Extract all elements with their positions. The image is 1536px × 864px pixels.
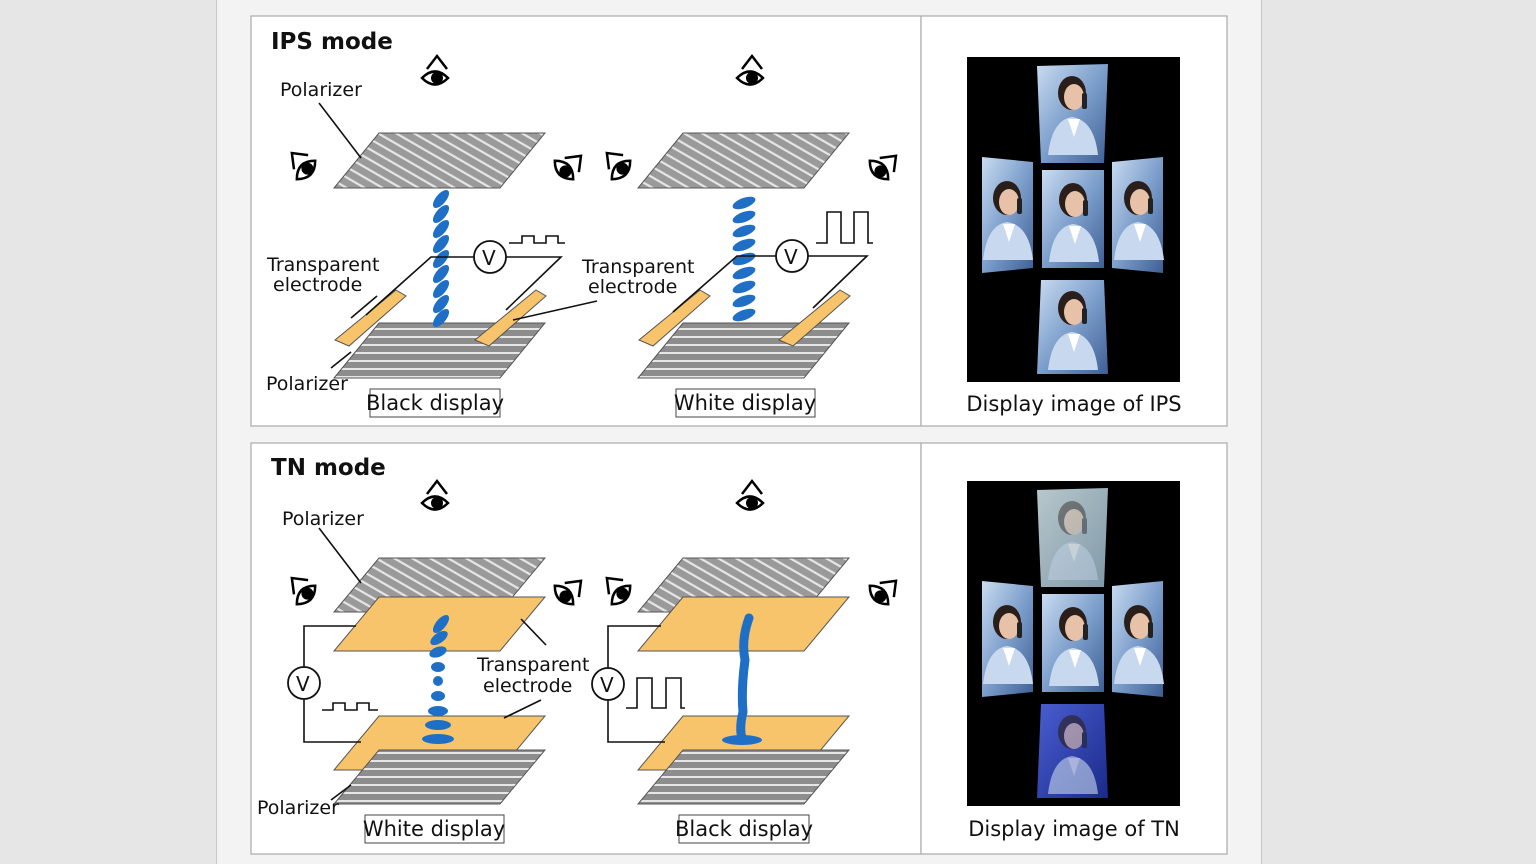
voltmeter-icon	[473, 240, 507, 274]
electrode-label-line1: Transparent	[476, 654, 590, 676]
voltmeter-icon	[287, 666, 321, 700]
caption-white-display: White display	[674, 391, 816, 415]
ips-display-caption: Display image of IPS	[966, 392, 1181, 416]
caption-black-display: Black display	[675, 817, 813, 841]
electrode-label-line2: electrode	[483, 675, 572, 697]
electrode-label-line1: Transparent	[266, 254, 380, 276]
polarizer-top-label: Polarizer	[282, 508, 364, 530]
ips-black-stack: V Polarizer Transparent electrode Polari…	[266, 54, 590, 418]
liquid-crystal	[722, 613, 762, 745]
polarizer-bottom	[636, 749, 851, 805]
ips-title: IPS mode	[271, 29, 393, 55]
caption-box	[369, 388, 501, 418]
ips-display-image: Display image of IPS	[966, 57, 1182, 416]
voltmeter-label: V	[784, 245, 798, 269]
electrode-label-line1: Transparent	[581, 256, 695, 278]
voltmeter-label: V	[482, 246, 496, 270]
caption-box	[364, 814, 505, 844]
slide: IPS mode V	[216, 0, 1262, 864]
voltmeter-label: V	[600, 673, 614, 697]
caption-box	[675, 388, 816, 418]
electrode-right	[474, 289, 547, 347]
electrode-right	[778, 289, 851, 347]
voltmeter-label: V	[296, 672, 310, 696]
tn-black-stack: V Transparent electrode Black display	[476, 479, 905, 844]
tn-display-caption: Display image of TN	[968, 817, 1180, 841]
polarizer-top	[636, 132, 851, 189]
tn-display-image: Display image of TN	[967, 481, 1180, 841]
electrode-left	[334, 289, 407, 347]
tn-panel: TN mode V	[250, 442, 1228, 855]
polarizer-bottom-label: Polarizer	[257, 797, 339, 819]
caption-black-display: Black display	[366, 391, 504, 415]
voltmeter-icon	[591, 667, 625, 701]
polarizer-top-label: Polarizer	[280, 79, 362, 101]
tn-title: TN mode	[271, 455, 386, 481]
voltmeter-icon	[775, 239, 809, 273]
ips-panel: IPS mode V	[250, 15, 1228, 427]
liquid-crystal	[422, 614, 454, 744]
liquid-crystal	[432, 189, 450, 328]
electrode-left	[638, 289, 711, 347]
electrode-label-line2: electrode	[273, 274, 362, 296]
lcd-mode-diagram: IPS mode V	[250, 15, 1228, 855]
caption-white-display: White display	[363, 817, 505, 841]
electrode-label-line2: electrode	[588, 276, 677, 298]
polarizer-top	[332, 132, 547, 189]
caption-box	[678, 814, 810, 844]
ips-white-stack: V Transparent electrode White display	[512, 54, 905, 418]
tn-white-stack: V Polarizer Polarizer White display	[257, 479, 590, 844]
polarizer-bottom-label: Polarizer	[266, 373, 348, 395]
